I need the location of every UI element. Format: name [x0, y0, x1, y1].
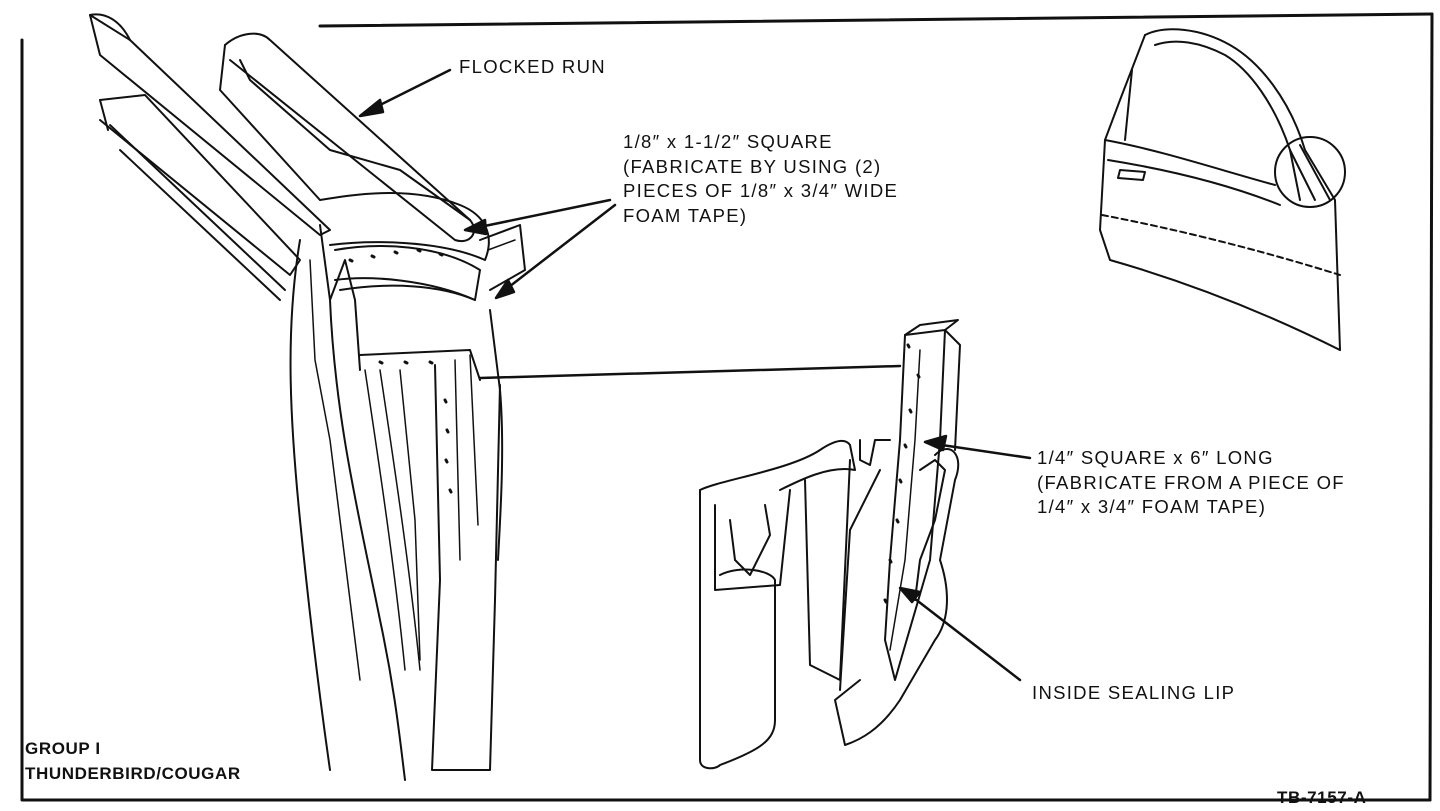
figure-code: TB-7157-A: [1277, 788, 1367, 807]
door-illustration: [1099, 28, 1346, 351]
label-flocked-run: FLOCKED RUN: [459, 56, 606, 77]
label-foam-square-line1: 1/8″ x 1-1/2″ SQUARE: [623, 131, 833, 152]
label-quarter-square-line3: 1/4″ x 3/4″ FOAM TAPE): [1037, 496, 1267, 517]
weatherstrip-assembly: [89, 13, 526, 781]
figure-border-right: [1428, 12, 1434, 802]
figure-border-top: [318, 12, 1434, 28]
label-inside-sealing-lip: INSIDE SEALING LIP: [1032, 682, 1236, 703]
label-foam-square-line3: PIECES OF 1/8″ x 3/4″ WIDE: [623, 180, 899, 201]
label-quarter-square-line1: 1/4″ SQUARE x 6″ LONG: [1037, 447, 1274, 468]
leader-arrows: [358, 68, 1032, 682]
group-caption-line2: THUNDERBIRD/COUGAR: [25, 764, 241, 783]
label-quarter-square-line2: (FABRICATE FROM A PIECE OF: [1037, 471, 1345, 493]
label-foam-square: 1/8″ x 1-1/2″ SQUARE (FABRICATE BY USING…: [623, 130, 898, 228]
group-caption: GROUP I THUNDERBIRD/COUGAR: [25, 736, 241, 786]
label-foam-square-line4: FOAM TAPE): [623, 204, 748, 226]
label-quarter-square: 1/4″ SQUARE x 6″ LONG (FABRICATE FROM A …: [1037, 446, 1345, 520]
cross-section-view: [699, 319, 961, 770]
figure-border: [20, 38, 1432, 802]
group-caption-line1: GROUP I: [25, 739, 101, 758]
label-foam-square-line2: (FABRICATE BY USING (2): [623, 155, 882, 177]
